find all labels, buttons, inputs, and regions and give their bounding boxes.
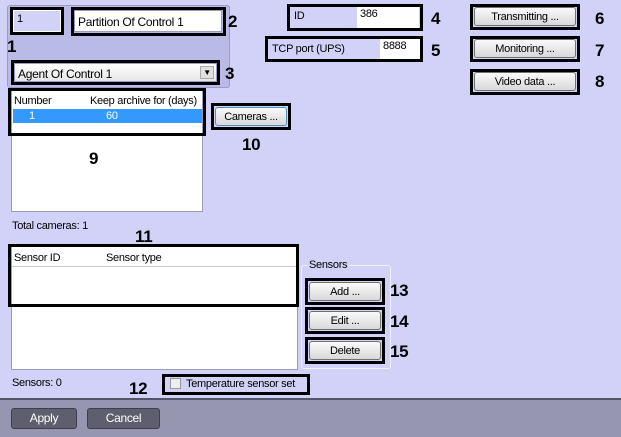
row-days: 60 [106, 110, 118, 122]
archive-list[interactable]: Number Keep archive for (days) 1 60 [11, 90, 203, 212]
callout-1: 1 [7, 37, 17, 56]
callout-14: 14 [390, 312, 409, 331]
agent-select[interactable]: Agent Of Control 1 ▼ [14, 63, 217, 82]
callout-box-15 [305, 337, 385, 364]
callout-9: 9 [89, 149, 99, 168]
partition-number-input[interactable]: 1 [13, 10, 61, 32]
header-divider [12, 266, 297, 267]
chevron-down-icon[interactable]: ▼ [200, 66, 214, 79]
callout-box-3 [11, 60, 220, 85]
callout-12: 12 [129, 379, 148, 398]
cancel-button[interactable]: Cancel [87, 408, 160, 429]
sensor-list[interactable]: Sensor ID Sensor type [11, 246, 298, 370]
column-header-sensor-id[interactable]: Sensor ID [14, 252, 61, 264]
callout-box-6 [470, 4, 580, 30]
monitoring-button[interactable]: Monitoring ... [474, 39, 576, 58]
transmitting-button[interactable]: Transmitting ... [474, 7, 576, 26]
add-sensor-button[interactable]: Add ... [309, 282, 381, 301]
bottom-bar: Apply Cancel [0, 398, 621, 437]
callout-7: 7 [595, 41, 605, 60]
delete-sensor-button[interactable]: Delete [309, 341, 381, 360]
callout-box-14 [305, 307, 385, 334]
row-number: 1 [29, 110, 35, 122]
callout-box-2 [71, 7, 226, 36]
callout-box-4 [287, 4, 423, 31]
callout-10: 10 [242, 135, 261, 154]
callout-13: 13 [390, 281, 409, 300]
column-header-number[interactable]: Number [14, 95, 52, 107]
callout-box-5 [265, 36, 423, 62]
cameras-button[interactable]: Cameras ... [215, 107, 287, 126]
callout-5: 5 [431, 41, 441, 60]
callout-box-11 [8, 244, 299, 307]
callout-6: 6 [595, 9, 605, 28]
video-data-button[interactable]: Video data ... [474, 72, 576, 91]
id-label: ID [294, 10, 305, 22]
callout-3: 3 [225, 64, 235, 83]
partition-name-input[interactable]: Partition Of Control 1 [74, 10, 222, 32]
sensor-count: Sensors: 0 [12, 377, 62, 389]
temperature-sensor-checkbox[interactable] [170, 378, 181, 389]
callout-box-1 [10, 7, 64, 35]
column-header-sensor-type[interactable]: Sensor type [106, 252, 162, 264]
callout-box-7 [470, 36, 580, 62]
callout-15: 15 [390, 342, 409, 361]
callout-box-8 [470, 69, 580, 95]
tcp-label: TCP port (UPS) [272, 43, 345, 55]
callout-box-12 [162, 374, 310, 395]
sensors-group-label: Sensors [307, 259, 350, 271]
edit-sensor-button[interactable]: Edit ... [309, 311, 381, 330]
callout-box-10 [211, 103, 291, 130]
callout-box-13 [305, 278, 385, 305]
temperature-sensor-label: Temperature sensor set [186, 378, 295, 390]
total-cameras: Total cameras: 1 [12, 220, 88, 232]
callout-8: 8 [595, 72, 605, 91]
callout-11: 11 [135, 227, 153, 246]
callout-box-9 [8, 88, 206, 136]
agent-select-value: Agent Of Control 1 [18, 67, 112, 81]
column-header-days[interactable]: Keep archive for (days) [90, 95, 197, 107]
apply-button[interactable]: Apply [11, 408, 77, 429]
id-input[interactable]: 386 [357, 6, 419, 28]
table-row[interactable]: 1 60 [13, 109, 202, 123]
callout-2: 2 [228, 12, 238, 31]
callout-4: 4 [431, 9, 441, 28]
tcp-input[interactable]: 8888 [380, 38, 420, 60]
